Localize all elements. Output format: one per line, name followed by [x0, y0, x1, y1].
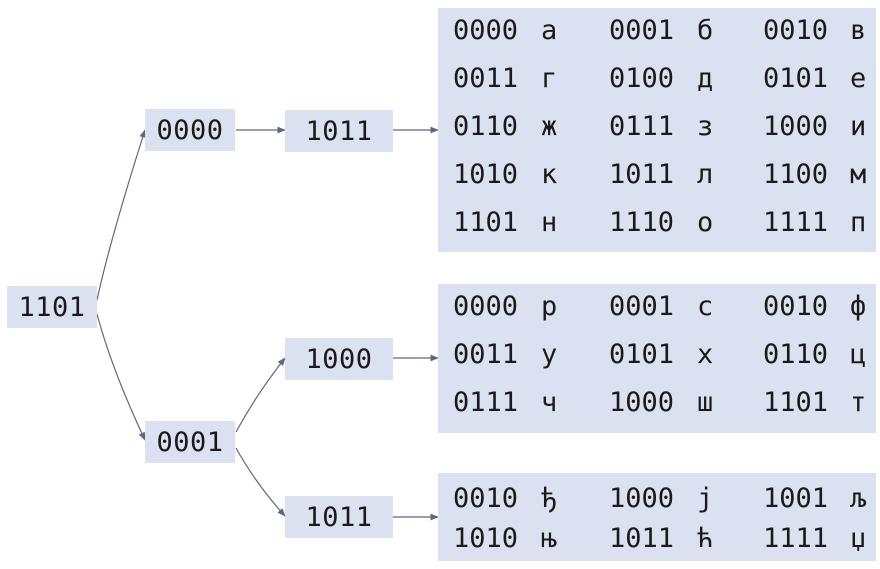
- table-cell-letter: х: [697, 339, 714, 370]
- level2-node-label: 1011: [305, 115, 373, 147]
- root-node: 1101: [7, 286, 97, 328]
- table-cell-letter: у: [541, 339, 558, 370]
- table-cell-letter: л: [697, 159, 714, 190]
- table-cell-letter: ћ: [697, 523, 714, 554]
- table-cell-code: 1101: [453, 207, 519, 238]
- table-cell-letter: е: [850, 63, 867, 94]
- table-cell-code: 0010: [453, 483, 519, 514]
- table-cell-letter: м: [850, 159, 867, 190]
- level2-node-1011-upper: 1011: [285, 110, 393, 152]
- table-cell-code: 0001: [609, 291, 675, 322]
- level2-node-1000: 1000: [285, 338, 393, 380]
- table-cell-letter: с: [697, 291, 714, 322]
- level1-node-label: 0001: [156, 426, 224, 458]
- code-table-3: [438, 473, 876, 561]
- table-cell-letter: о: [697, 207, 714, 238]
- table-cell-letter: ж: [541, 111, 558, 142]
- table-cell-code: 1001: [763, 483, 829, 514]
- table-cell-letter: љ: [850, 483, 867, 514]
- table-cell-letter: р: [541, 291, 558, 322]
- table-cell-code: 1100: [763, 159, 829, 190]
- root-node-label: 1101: [18, 291, 86, 323]
- level1-node-label: 0000: [156, 114, 224, 146]
- table-cell-code: 0000: [453, 15, 519, 46]
- table-cell-code: 0000: [453, 291, 519, 322]
- table-cell-code: 1010: [453, 523, 519, 554]
- table-cell-code: 1111: [763, 523, 829, 554]
- edge-0001-to-1011b: [235, 447, 286, 517]
- code-table-2: [438, 284, 876, 433]
- table-cell-letter: ц: [850, 339, 867, 370]
- table-cell-letter: ш: [697, 387, 714, 418]
- table-cell-letter: д: [697, 63, 714, 94]
- table-cell-code: 0011: [453, 339, 519, 370]
- table-cell-letter: к: [541, 159, 558, 190]
- table-cell-code: 1010: [453, 159, 519, 190]
- table-cell-letter: а: [541, 15, 558, 46]
- table-cell-letter: и: [850, 111, 867, 142]
- edge-root-to-0000: [96, 129, 146, 301]
- table-cell-code: 0110: [763, 339, 829, 370]
- code-table-1: [438, 8, 876, 252]
- level2-node-label: 1011: [305, 501, 373, 533]
- table-cell-code: 0101: [609, 339, 675, 370]
- level1-node-0001: 0001: [145, 421, 235, 463]
- table-cell-letter: ђ: [541, 483, 558, 514]
- table-cell-code: 0011: [453, 63, 519, 94]
- table-cell-code: 1110: [609, 207, 675, 238]
- table-cell-letter: н: [541, 207, 558, 238]
- table-cell-code: 1111: [763, 207, 829, 238]
- table-cell-letter: ф: [850, 291, 867, 322]
- table-cell-code: 1011: [609, 159, 675, 190]
- table-cell-code: 0111: [453, 387, 519, 418]
- table-cell-letter: б: [697, 15, 714, 46]
- table-cell-letter: њ: [541, 523, 558, 554]
- table-cell-code: 1000: [609, 387, 675, 418]
- table-cell-code: 0101: [763, 63, 829, 94]
- table-cell-code: 0111: [609, 111, 675, 142]
- edge-0001-to-1000: [235, 357, 286, 433]
- edge-root-to-0001: [96, 313, 146, 441]
- table-cell-code: 0110: [453, 111, 519, 142]
- table-cell-code: 0100: [609, 63, 675, 94]
- table-cell-letter: т: [850, 387, 867, 418]
- table-cell-code: 1101: [763, 387, 829, 418]
- table-cell-code: 0001: [609, 15, 675, 46]
- table-cell-code: 0010: [763, 291, 829, 322]
- table-cell-code: 1000: [609, 483, 675, 514]
- table-cell-letter: в: [850, 15, 867, 46]
- level1-node-0000: 0000: [145, 109, 235, 151]
- level2-node-label: 1000: [305, 343, 373, 375]
- table-cell-letter: п: [850, 207, 867, 238]
- table-cell-letter: г: [541, 63, 558, 94]
- table-cell-letter: ч: [541, 387, 558, 418]
- level2-node-1011-lower: 1011: [285, 496, 393, 538]
- table-cell-letter: џ: [850, 523, 867, 554]
- table-cell-letter: з: [697, 111, 714, 142]
- table-cell-code: 1011: [609, 523, 675, 554]
- table-cell-code: 0010: [763, 15, 829, 46]
- table-cell-letter: ј: [697, 483, 714, 514]
- table-cell-code: 1000: [763, 111, 829, 142]
